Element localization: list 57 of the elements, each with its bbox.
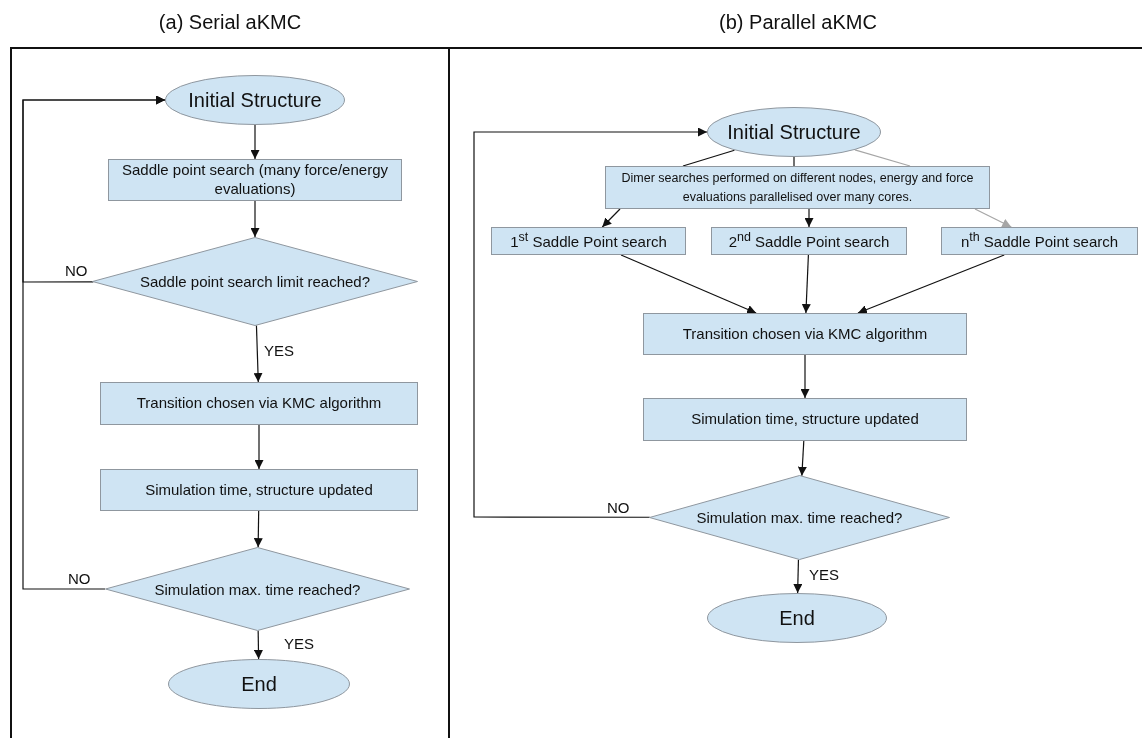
process-box bbox=[100, 382, 418, 425]
arrow bbox=[254, 424, 264, 470]
edge-label: NO bbox=[67, 571, 92, 586]
node-text: Transition chosen via KMC algorithm bbox=[681, 324, 929, 344]
node-text: Simulation max. time reached? bbox=[154, 580, 361, 598]
node-text: 1$^{st}$ Saddle Point search bbox=[509, 230, 668, 252]
arrow bbox=[797, 440, 807, 477]
process-box bbox=[711, 227, 907, 255]
node-text: Simulation max. time reached? bbox=[696, 509, 903, 526]
node-text: Initial Structure bbox=[188, 88, 322, 112]
arrow bbox=[250, 124, 260, 160]
terminal-ellipse bbox=[707, 593, 887, 643]
process-box bbox=[491, 227, 686, 255]
edge-label: NO bbox=[64, 263, 89, 278]
process-box bbox=[605, 166, 990, 209]
arrow bbox=[22, 95, 166, 590]
arrow bbox=[250, 200, 260, 238]
node-text: Initial Structure bbox=[727, 120, 861, 144]
panel-heading: (a) Serial aKMC bbox=[157, 11, 303, 34]
process-box bbox=[643, 313, 967, 355]
process-box bbox=[108, 159, 402, 201]
arrow bbox=[473, 127, 708, 518]
node-text: 2$^{nd}$ Saddle Point search bbox=[727, 230, 891, 252]
terminal-ellipse bbox=[707, 107, 881, 157]
process-box bbox=[941, 227, 1138, 255]
process-box bbox=[100, 469, 418, 511]
arrow bbox=[804, 208, 814, 228]
node-text: n$^{th}$ Saddle Point search bbox=[959, 230, 1120, 252]
edge-label: YES bbox=[808, 567, 840, 582]
node-text: Simulation time, structure updated bbox=[144, 480, 374, 500]
node-text: Dimer searches performed on different nodes, energy and force evaluations parallelised over many cores. bbox=[620, 169, 975, 206]
terminal-ellipse bbox=[165, 75, 345, 125]
node-text: Transition chosen via KMC algorithm bbox=[135, 394, 383, 413]
edge-label: YES bbox=[283, 636, 315, 651]
decision-diamond bbox=[105, 547, 410, 631]
process-box bbox=[643, 398, 967, 441]
edge-label: YES bbox=[263, 343, 295, 358]
node-text: End bbox=[241, 672, 277, 696]
arrow bbox=[601, 208, 621, 228]
node-text: End bbox=[779, 606, 815, 630]
arrow bbox=[793, 559, 803, 594]
arrow bbox=[253, 630, 263, 660]
arrow bbox=[800, 354, 810, 399]
panel-heading: (b) Parallel aKMC bbox=[718, 11, 878, 34]
arrow bbox=[253, 510, 263, 548]
node-text: Saddle point search (many force/energy evaluations) bbox=[121, 161, 389, 199]
terminal-ellipse bbox=[168, 659, 350, 709]
node-text: Simulation time, structure updated bbox=[690, 410, 920, 429]
arrow bbox=[974, 208, 1012, 228]
arrow bbox=[253, 325, 263, 383]
edge-label: NO bbox=[606, 500, 631, 515]
decision-diamond bbox=[649, 475, 950, 560]
arrow bbox=[801, 254, 811, 314]
decision-diamond bbox=[92, 237, 418, 326]
arrow bbox=[620, 254, 757, 314]
node-text: Saddle point search limit reached? bbox=[139, 273, 371, 290]
arrow bbox=[857, 254, 1005, 314]
